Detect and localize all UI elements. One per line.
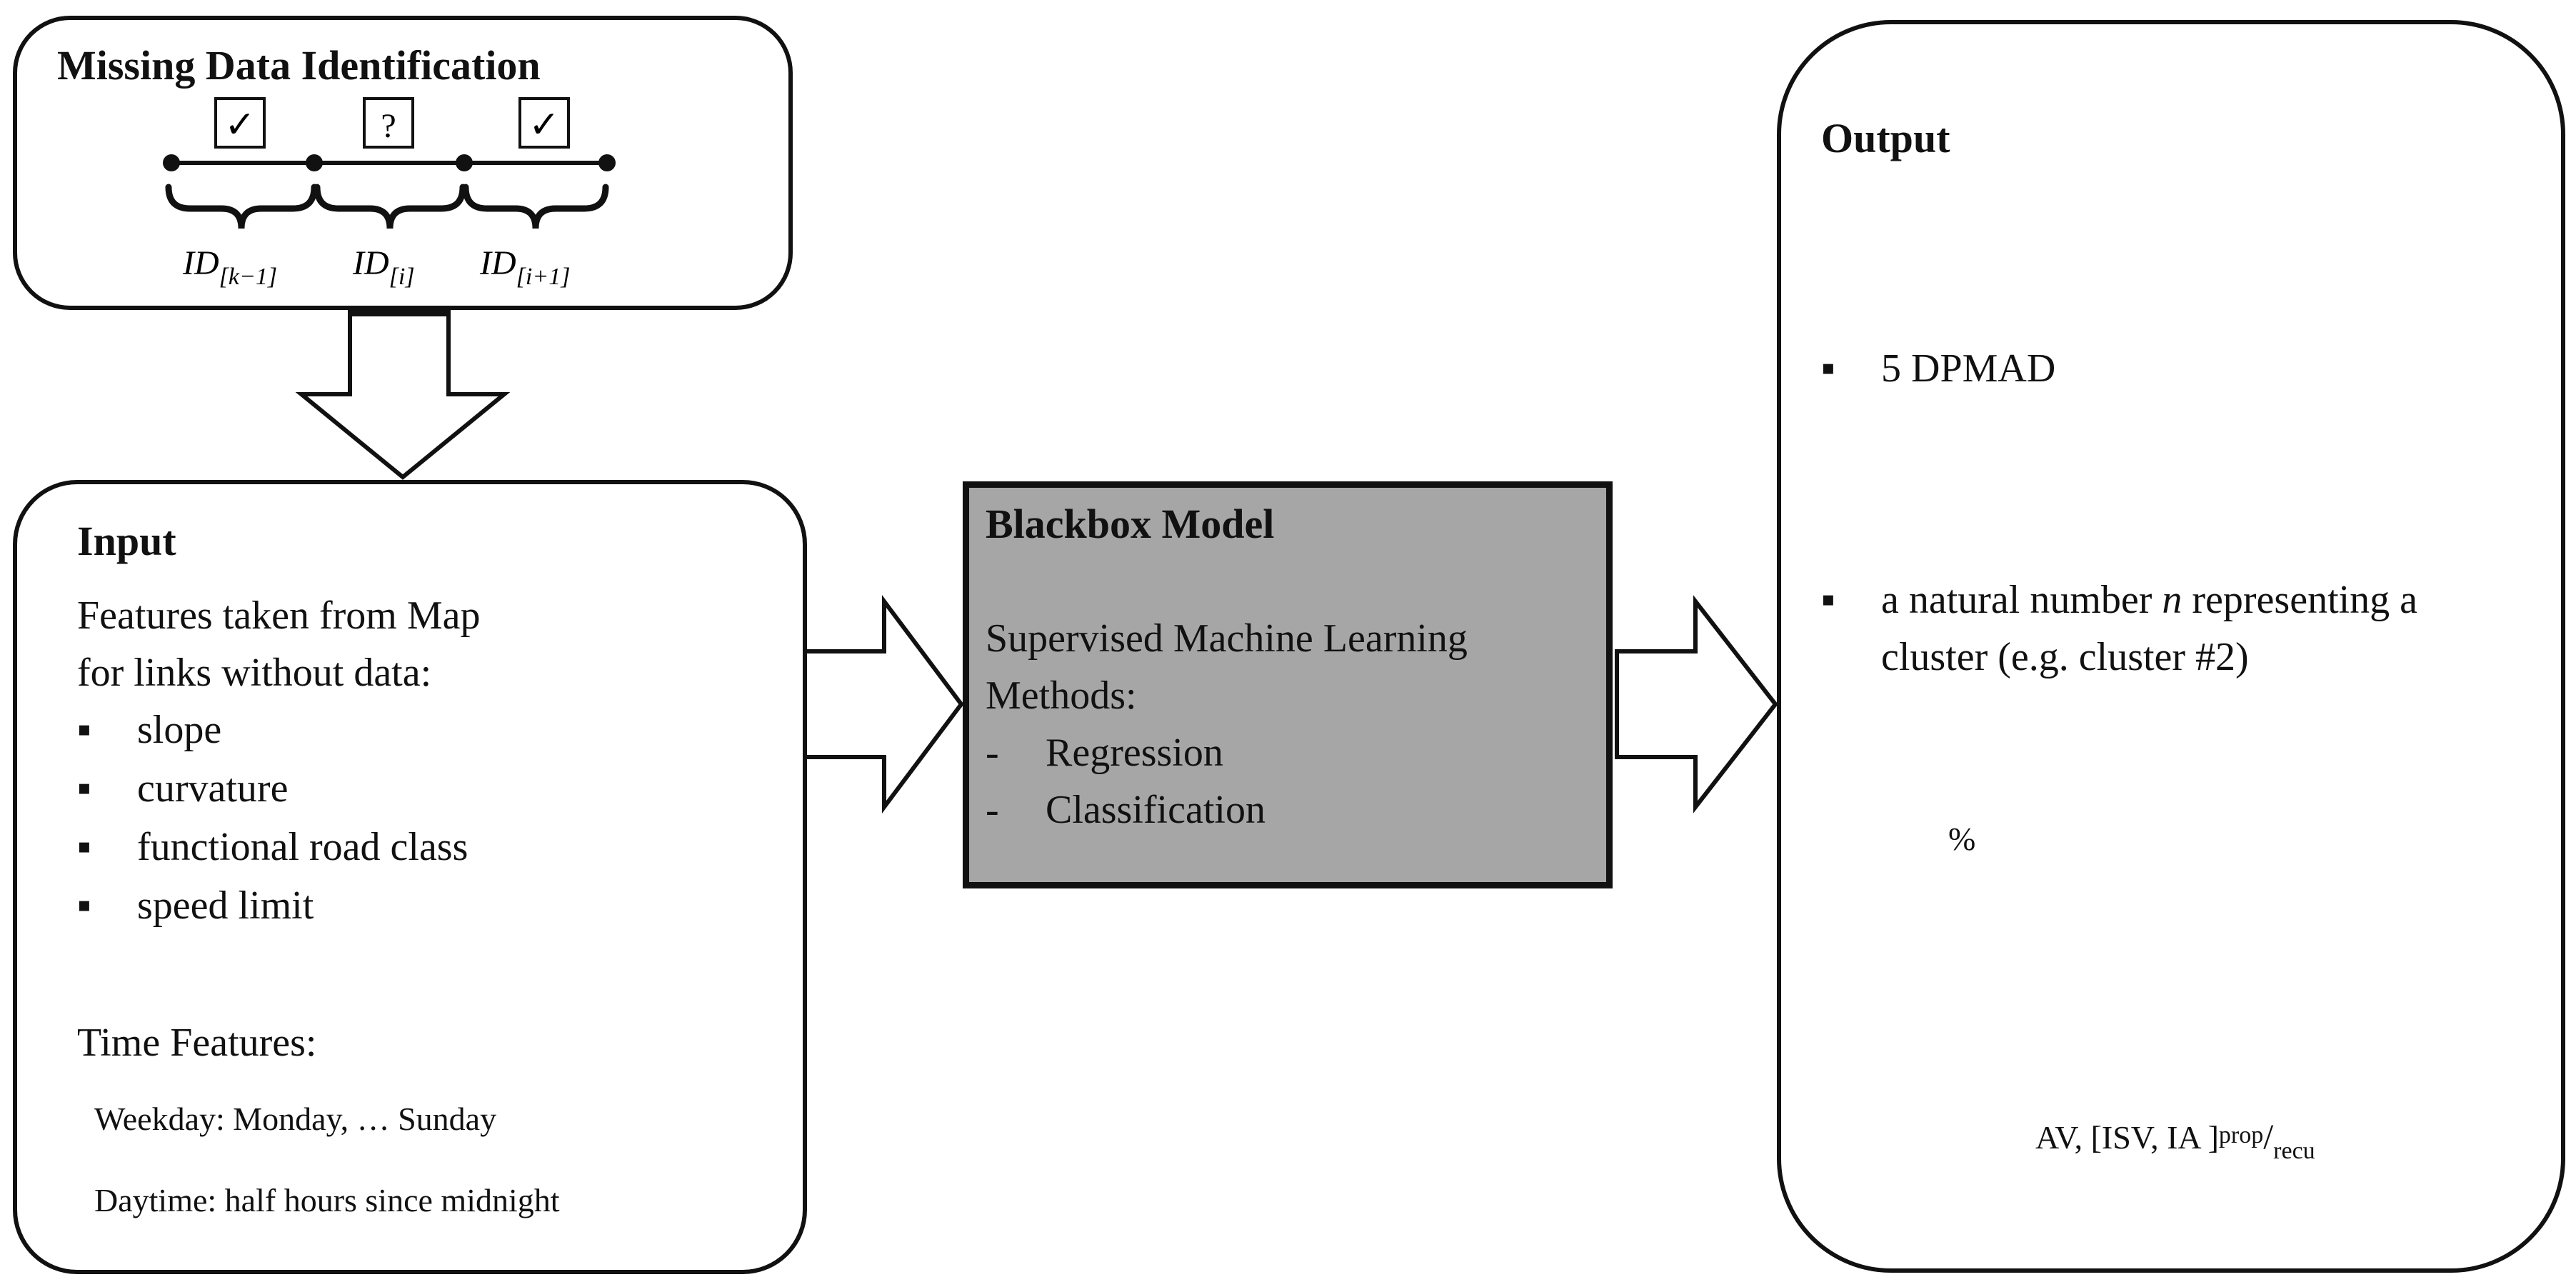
check-icon: ✓	[528, 104, 560, 146]
daytime-label: Daytime: half hours since midnight	[94, 1182, 560, 1218]
blackbox-line2: Methods:	[986, 673, 1137, 718]
dash-bullet: -	[986, 731, 999, 775]
output-natural-number-line2: cluster (e.g. cluster #2)	[1881, 635, 2249, 679]
status-box-2	[363, 97, 414, 149]
segment-braces	[165, 184, 609, 229]
method-regression: Regression	[1046, 731, 1223, 775]
check-icon: ✓	[224, 104, 256, 146]
feature-bullet-icon: ▪	[77, 708, 91, 752]
blackbox-title: Blackbox Model	[986, 501, 1275, 547]
brace-2	[314, 184, 466, 229]
histogram-y-label: %	[1948, 821, 1976, 857]
status-box-1	[214, 97, 266, 149]
output-dpmad: 5 DPMAD	[1881, 346, 2056, 391]
output-bullet-icon: ▪	[1821, 346, 1835, 391]
time-features-title: Time Features:	[77, 1021, 317, 1065]
blackbox-line1: Supervised Machine Learning	[986, 616, 1468, 661]
input-intro-line1: Features taken from Map	[77, 594, 481, 638]
feature-bullet-icon: ▪	[77, 766, 91, 811]
brace-3	[462, 184, 609, 229]
question-icon: ?	[381, 107, 396, 145]
blackbox-model-box	[963, 481, 1613, 888]
timeline-node	[163, 154, 180, 171]
output-title: Output	[1821, 115, 1950, 161]
dash-bullet: -	[986, 788, 999, 832]
status-box-3	[518, 97, 570, 149]
brace-1	[165, 184, 318, 229]
output-box	[1777, 20, 2565, 1273]
input-title: Input	[77, 518, 176, 564]
weekday-label: Weekday: Monday, … Sunday	[94, 1101, 497, 1137]
feature-slope: slope	[137, 708, 222, 752]
down-arrow	[295, 309, 511, 480]
histogram-x-label: AV, [ISV, IA ]prop/recu	[2035, 1116, 2315, 1164]
feature-bullet-icon: ▪	[77, 883, 91, 928]
feature-curvature: curvature	[137, 766, 289, 811]
id-label-i-plus-1: ID[i+1]	[479, 244, 571, 290]
id-label-i: ID[i]	[352, 244, 415, 290]
id-label-k-minus-1: ID[k−1]	[182, 244, 277, 290]
missing-data-title: Missing Data Identification	[57, 42, 541, 89]
input-box	[13, 480, 807, 1274]
right-arrow-to-model	[796, 595, 964, 813]
feature-functional-road-class: functional road class	[137, 825, 468, 869]
feature-speed-limit: speed limit	[137, 883, 314, 928]
feature-bullet-icon: ▪	[77, 825, 91, 869]
right-arrow-to-output	[1615, 595, 1778, 813]
output-bullet-icon: ▪	[1821, 578, 1835, 622]
timeline-node	[598, 154, 616, 171]
timeline-node	[306, 154, 323, 171]
input-intro-line2: for links without data:	[77, 651, 432, 695]
timeline-node	[456, 154, 473, 171]
output-natural-number-line1: a natural number n representing a	[1881, 578, 2418, 622]
method-classification: Classification	[1046, 788, 1266, 832]
